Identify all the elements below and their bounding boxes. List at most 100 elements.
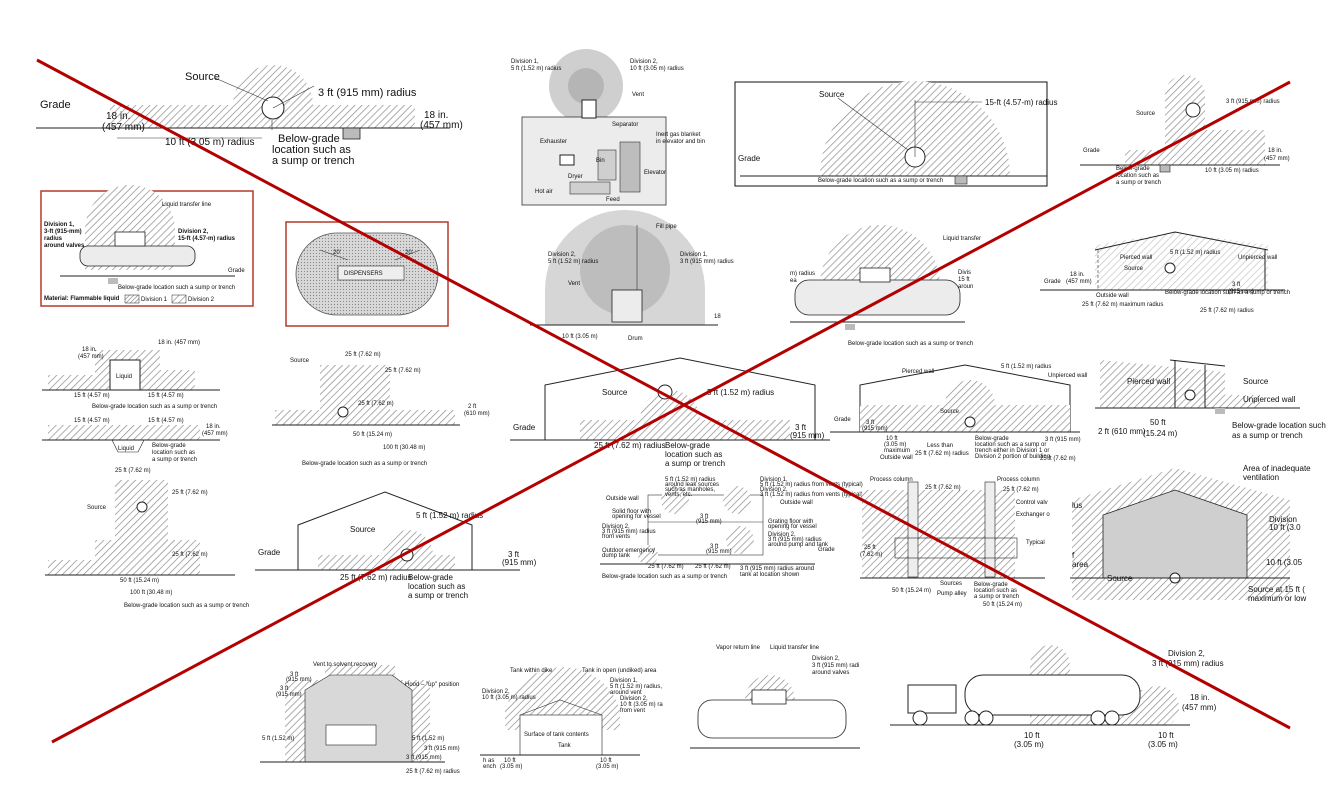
diagram-label: (915 mm): [706, 549, 732, 555]
diagram-label: Typical: [1026, 540, 1045, 546]
diagram-label: Outside wall: [1096, 293, 1129, 299]
diagram-label: Division 1,: [610, 678, 638, 684]
diagram-label: 5 ft (1.52 m) radius: [511, 66, 561, 72]
diagram-label: (457 mm): [1066, 279, 1092, 285]
diagram-label: a sump or trench: [665, 459, 725, 468]
diagram-label: h as: [483, 758, 494, 764]
sump-label-2: location such as: [272, 144, 351, 156]
diagram-label: 5 ft (1.52 m) radius,: [610, 684, 662, 690]
diagram-label: maximum: [884, 448, 910, 454]
diagram-label: Separator: [612, 122, 638, 128]
diagram-label: 25 ft (7.62 m): [695, 564, 731, 570]
diagram-label: Unpierced wall: [1243, 395, 1296, 404]
diagram-label: Grating floor with: [768, 519, 813, 525]
sump-box: [342, 127, 361, 140]
height-label-lower: 3 ft: [508, 550, 520, 559]
diagram-label: Source: [1243, 377, 1269, 386]
diagram-label: 25 ft (7.62 m): [648, 564, 684, 570]
diagram-label: 18 in. (457 mm): [158, 340, 200, 346]
diagram-label: Pierced wall: [1120, 255, 1152, 261]
diagram-label: from vent: [620, 708, 645, 714]
diagram-label: Surface of tank contents: [524, 732, 589, 738]
grade-label: Grade: [40, 99, 71, 111]
radius-label: 3 ft (915 mm) radius: [318, 87, 417, 99]
diagram-label: 25 ft (7.62 m): [358, 401, 394, 407]
diagram-label: Less than: [927, 443, 953, 449]
diagram-label: Division 2,: [768, 532, 796, 538]
diagram-label: Exhauster: [540, 139, 567, 145]
diagram-label: 3 ft: [710, 544, 719, 550]
diagram-label: Source: [1124, 266, 1144, 272]
diagram-label: Process column: [997, 477, 1040, 483]
height-unit-right: (457 mm): [420, 120, 463, 131]
diagram-building-pierced-wall: Pierced wall 5 ft (1.52 m) radius Unpier…: [1040, 231, 1290, 314]
diagram-label: (3.05 m): [1148, 740, 1178, 749]
diagram-label: 18 in.: [1268, 148, 1283, 154]
diagram-label: Outside wall: [780, 500, 813, 506]
diagram-label: DISPENSERS: [344, 271, 383, 277]
diagram-building-source-lower: Source 5 ft (1.52 m) radius Grade 25 ft …: [255, 491, 537, 600]
diagram-label: 25 ft (7.62 m): [345, 352, 381, 358]
rejection-cross: [36, 58, 1291, 744]
diagram-label: Exchanger o: [1016, 512, 1050, 518]
diagram-label: 25 ft (7.62 m): [385, 368, 421, 374]
diagram-label: Process column: [870, 477, 913, 483]
diagram-label: 50 ft: [1150, 418, 1166, 427]
diagram-building-pierced-mid: Pierced wall 5 ft (1.52 m) radius Unpier…: [830, 364, 1087, 462]
diagram-label: 18 in.: [1190, 693, 1210, 702]
diagram-label: 3 ft (915 mm) radius: [680, 259, 734, 265]
diagram-label: Tank within dike: [510, 668, 553, 674]
diagram-label: Division 1,: [760, 477, 788, 483]
diagram-label: 3 ft: [866, 420, 875, 426]
diagram-label: (3.05 m): [884, 442, 906, 448]
diagram-label: 25 ft (7.62 m): [1003, 487, 1039, 493]
diagram-label: 50 ft (15.24 m): [353, 432, 392, 438]
diagram-label: lus: [1072, 501, 1082, 510]
diagram-source-above-grade: Grade Source 3 ft (915 mm) radius 18 in.…: [36, 65, 463, 167]
diagram-source-top-right: Source 3 ft (915 mm) radius Grade 18 in.…: [1080, 75, 1290, 186]
diagram-label: 25 ft (7.62 m) radius: [915, 451, 969, 457]
diagram-label: around valves: [812, 670, 849, 676]
diagram-label: 5 ft (1.52 m) radius: [1170, 250, 1220, 256]
diagram-label: Below-grade: [974, 582, 1008, 588]
diagram-label: Source: [87, 505, 107, 511]
diagram-label: Vent: [568, 281, 580, 287]
diagram-label: Solid floor with: [612, 509, 651, 515]
diagram-drum-fill: Fill pipe Division 2, 5 ft (1.52 m) radi…: [530, 210, 734, 342]
extent-label: 10 ft (3.05 m) radius: [165, 137, 254, 148]
diagram-label: around vent: [610, 690, 642, 696]
diagram-label: location such as a sump or: [975, 442, 1046, 448]
diagram-label: (915 mm): [790, 431, 825, 440]
diagram-label: Source at 15 ft (: [1248, 585, 1305, 594]
diagram-label: 10 ft: [1024, 731, 1040, 740]
diagram-pierced-wall-right: Pierced wall Source Unpierced wall 2 ft …: [1095, 359, 1326, 440]
diagram-label: Drum: [628, 336, 643, 342]
diagram-label: (915 mm): [276, 692, 302, 698]
diagram-label: 10 ft (3.05 m): [562, 334, 598, 340]
diagram-label: Below-grade location such a sump or tren…: [118, 285, 235, 291]
diagram-label: 100 ft (30.48 m): [383, 445, 425, 451]
diagram-label: Liquid transfer: [943, 236, 981, 242]
diagram-label: 10 ft (3.05 m) radius: [1205, 168, 1259, 174]
diagram-label: Vent to solvent recovery: [313, 662, 377, 668]
diagram-label: Liquid transfer line: [770, 645, 820, 651]
diagram-label: Grade: [834, 417, 851, 423]
diagram-label: Outside wall: [606, 496, 639, 502]
diagram-label: Division 2,: [482, 689, 510, 695]
diagram-label: maximum or low: [1248, 594, 1306, 603]
diagram-label: Sources: [940, 581, 962, 587]
cross-stroke-b: [51, 80, 1291, 744]
radius-label-lower: 5 ft (1.52 m) radius: [416, 511, 483, 520]
diagram-label: 3 ft: [290, 672, 299, 678]
diagram-label: 25 ft: [864, 545, 876, 551]
diagram-label: Below-grade: [152, 443, 186, 449]
diagram-building-source-5ft: Source 5 ft (1.52 m) radius Grade 25 ft …: [510, 357, 830, 468]
diagram-label: Below-grade location such as a sump or t…: [602, 574, 727, 580]
diagram-label: 25 ft (7.62 m): [115, 468, 151, 474]
diagram-label: (3.05 m): [596, 764, 618, 770]
diagram-label: Grade: [1083, 148, 1100, 154]
diagram-label: 5 ft (1.52 m): [262, 736, 294, 742]
sump-label-lower-3: a sump or trench: [408, 591, 468, 600]
diagram-process-columns: Process column Process column 25 ft (7.6…: [860, 477, 1050, 608]
